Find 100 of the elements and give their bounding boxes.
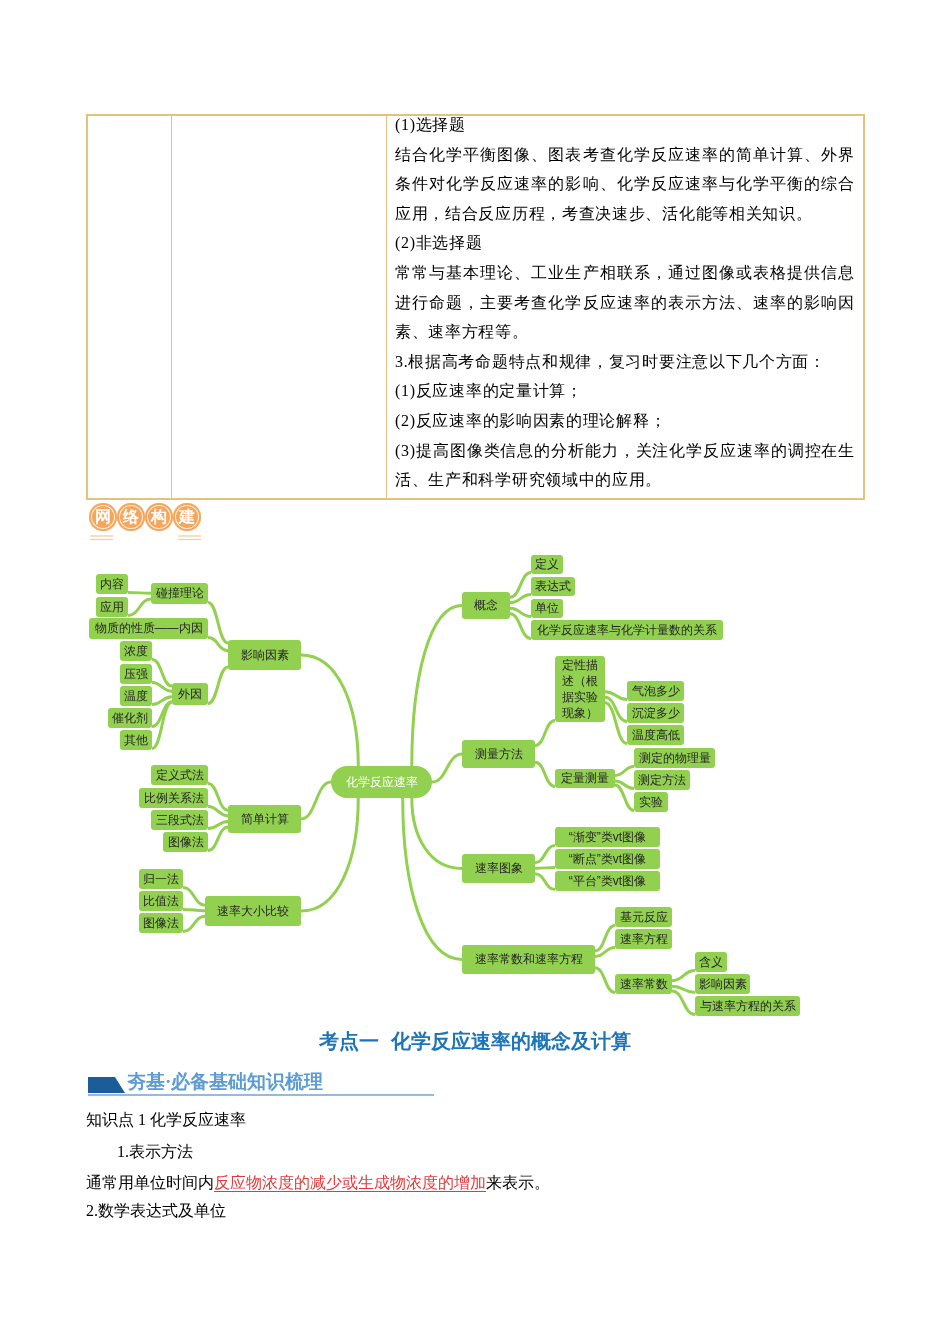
branch-line — [207, 601, 229, 645]
subtopic-box: 速率常数 — [615, 974, 672, 994]
branch-line — [604, 690, 628, 701]
branch-line — [604, 695, 628, 723]
branch-line — [401, 797, 463, 961]
subtopic-box: 三段式法 — [151, 810, 208, 830]
central-topic-pill: 化学反应速率 — [331, 766, 432, 798]
list-item-text: (3)提高图像类信息的分析能力，关注化学反应速率的调控在生活、生产和科学研究领域中的应用。 — [395, 440, 855, 491]
question-type-heading: (1)选择题 — [395, 115, 466, 136]
branch-line — [300, 797, 360, 913]
branch-line — [300, 780, 332, 821]
branch-line — [671, 989, 696, 1016]
branch-topic-box: 简单计算 — [228, 805, 301, 833]
subtopic-box: 速率方程 — [615, 929, 672, 949]
branch-line — [594, 946, 616, 958]
subtopic-box: 实验 — [634, 792, 668, 812]
subtopic-box: 含义 — [695, 952, 727, 972]
branch-line — [207, 636, 229, 653]
paragraph-text: 常常与基本理论、工业生产相联系，通过图像或表格提供信息进行命题，主要考查化学反应速率的表示方法、速率的影响因素、速率方程等。 — [395, 262, 855, 343]
branch-line — [151, 681, 173, 693]
branch-line — [151, 695, 173, 706]
question-type-heading: (2)非选择题 — [395, 233, 483, 254]
branch-line — [300, 653, 360, 767]
list-intro-text: 3.根据高考命题特点和规律，复习时要注意以下几个方面： — [395, 351, 826, 372]
branch-line — [128, 591, 151, 595]
subtopic-box: 测定方法 — [634, 770, 690, 790]
branch-line — [509, 612, 532, 640]
subtopic-box: 物质的性质——内因 — [89, 618, 208, 639]
branch-line — [671, 969, 696, 983]
branch-topic-box: 速率大小比较 — [205, 896, 301, 926]
banner-heading: 夯基·必备基础知识梳理 — [127, 1071, 324, 1093]
knowledge-point-heading: 知识点 1 化学反应速率 — [86, 1110, 246, 1130]
branch-topic-box: 影响因素 — [228, 640, 301, 670]
paragraph-text: 结合化学平衡图像、图表考查化学反应速率的简单计算、外界条件对化学反应速率的影响、化学反应速率与化学平衡的综合应用，结合反应历程，考查决速步、活化能等相关知识。 — [395, 144, 855, 224]
branch-line — [207, 805, 229, 818]
subtopic-box: 测定的物理量 — [634, 748, 715, 768]
subtopic-box: 应用 — [96, 597, 128, 617]
subtopic-box: 比值法 — [139, 891, 183, 911]
section-heading: 考点一 化学反应速率的概念及计算 — [319, 1029, 631, 1054]
subsection-heading: 2.数学表达式及单位 — [86, 1201, 226, 1221]
branch-line — [410, 604, 463, 767]
branch-topic-box: 测量方法 — [462, 740, 535, 768]
branch-line — [151, 658, 173, 688]
branch-line — [671, 984, 696, 994]
subtopic-box: 温度 — [120, 686, 152, 706]
branch-line — [594, 966, 616, 994]
branch-line — [594, 924, 616, 953]
branch-line — [207, 819, 229, 830]
branch-line — [509, 571, 532, 599]
branch-topic-box: 速率常数和速率方程 — [462, 945, 595, 974]
subtopic-box: 归一法 — [139, 869, 183, 889]
subtopic-box: 催化剂 — [108, 708, 152, 728]
subtopic-box: “平台”类vt图像 — [555, 871, 660, 891]
list-item-text: (1)反应速率的定量计算； — [395, 381, 583, 402]
subtopic-box: 外因 — [172, 683, 208, 705]
subtopic-box: 内容 — [96, 574, 128, 594]
branch-line — [534, 719, 556, 748]
branch-line — [534, 760, 556, 788]
list-item-text: (2)反应速率的影响因素的理论解释； — [395, 410, 667, 432]
subtopic-box: 定义 — [531, 555, 563, 574]
branch-line — [614, 783, 635, 812]
subtopic-box: 比例关系法 — [139, 788, 208, 808]
subtopic-box: 浓度 — [120, 641, 152, 661]
subtopic-box: 定性描述（根据实验现象） — [555, 656, 605, 722]
subtopic-box: “断点”类vt图像 — [555, 849, 660, 869]
branch-line — [410, 797, 463, 870]
branch-line — [183, 908, 205, 913]
branch-topic-box: 概念 — [462, 592, 510, 619]
subtopic-box: 压强 — [120, 664, 152, 684]
branch-line — [127, 597, 152, 617]
subtopic-box: 表达式 — [531, 577, 575, 596]
branch-line — [534, 844, 556, 865]
branch-line — [182, 886, 206, 907]
subtopic-box: 定义式法 — [151, 765, 208, 785]
subtopic-box: 基元反应 — [615, 907, 672, 927]
subtopic-box: 气泡多少 — [627, 681, 684, 701]
branch-line — [604, 701, 628, 745]
subtopic-box: 图像法 — [139, 913, 183, 933]
subtopic-box: 图像法 — [163, 832, 208, 852]
branch-line — [535, 866, 555, 870]
subtopic-box: 与速率方程的关系 — [695, 996, 800, 1016]
subtopic-box: 影响因素 — [695, 974, 750, 994]
branch-line — [431, 752, 463, 784]
branch-line — [614, 779, 635, 790]
branch-topic-box: 速率图象 — [462, 854, 535, 883]
subsection-heading: 1.表示方法 — [117, 1142, 193, 1162]
branch-line — [509, 593, 532, 605]
branch-line — [509, 606, 532, 618]
subtopic-box: 定量测量 — [555, 769, 615, 788]
subtopic-box: 沉淀多少 — [627, 703, 684, 723]
subtopic-box: 碰撞理论 — [151, 583, 208, 604]
branch-line — [207, 825, 229, 852]
branch-line — [614, 765, 635, 777]
subtopic-box: 温度高低 — [627, 725, 684, 745]
branch-line — [207, 782, 229, 812]
branch-line — [207, 665, 229, 705]
subtopic-box: 化学反应速率与化学计量数的关系 — [531, 620, 723, 640]
subtopic-box: “渐变”类vt图像 — [555, 827, 660, 847]
branch-line — [182, 914, 206, 933]
subtopic-box: 其他 — [120, 730, 152, 750]
